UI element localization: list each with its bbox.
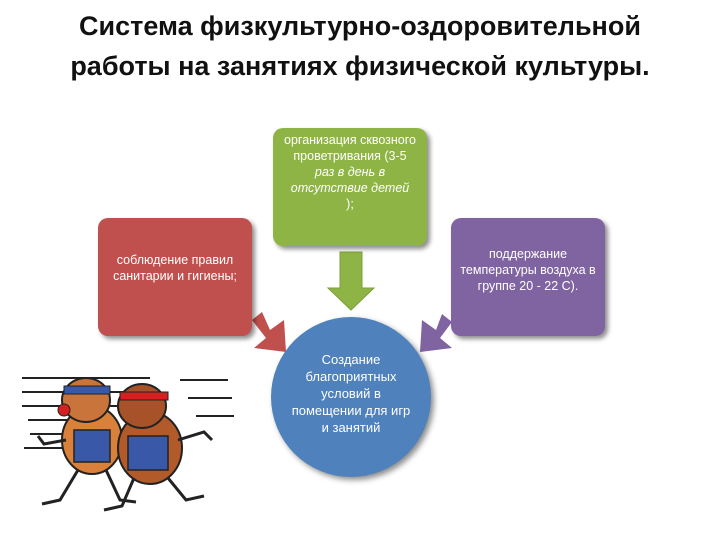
chipmunk-right (103, 383, 214, 512)
temperature-box: поддержание температуры воздуха в группе… (451, 218, 605, 336)
page-title: Система физкультурно-оздоровительной раб… (20, 6, 700, 86)
conditions-text: Создание благоприятных условий в помещен… (291, 351, 411, 435)
ventilation-text: организация сквозного проветривания (3-5 (284, 133, 416, 163)
arrow-down-green (326, 251, 376, 311)
ventilation-italic-text: раз в день в отсутствие детей (290, 165, 410, 195)
title-line-1: Система физкультурно-оздоровительной (79, 11, 641, 41)
conditions-circle: Создание благоприятных условий в помещен… (271, 317, 431, 477)
temperature-text: поддержание температуры воздуха в группе… (460, 247, 596, 293)
title-line-2: работы на занятиях физической культуры. (70, 51, 650, 81)
arrow-right-red (252, 312, 286, 352)
ventilation-suffix: ); (346, 197, 354, 211)
sanitation-box: соблюдение правил санитарии и гигиены; (98, 218, 252, 336)
ventilation-box: организация сквозного проветривания (3-5… (273, 128, 427, 246)
sanitation-text: соблюдение правил санитарии и гигиены; (113, 253, 237, 283)
arrow-left-purple (420, 314, 452, 352)
chipmunk-left (36, 377, 137, 506)
